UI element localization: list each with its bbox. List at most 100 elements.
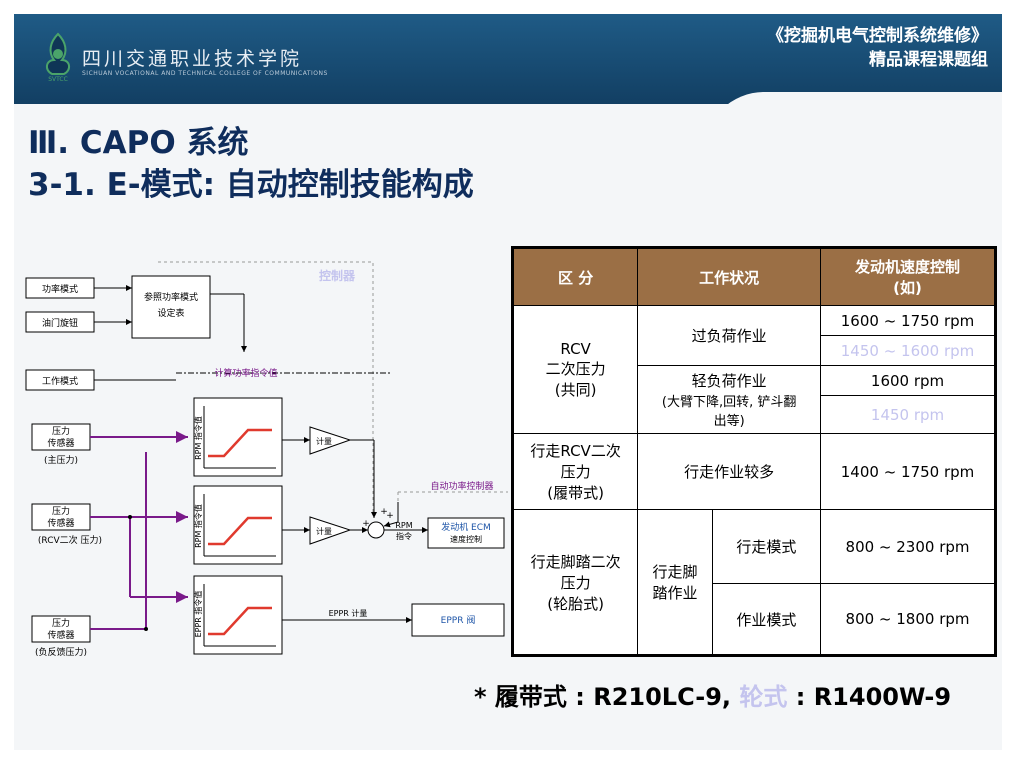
travel-line2: 压力	[560, 463, 591, 481]
footnote-crawler: 履带式	[494, 683, 567, 711]
course-title-block: 《挖掘机电气控制系统维修》 精品课程课题组	[767, 24, 988, 72]
header-speed-line2: (如)	[893, 279, 922, 297]
course-title: 《挖掘机电气控制系统维修》	[767, 26, 988, 46]
control-diagram: 控制器 功率模式 油门旋钮 参照功率模式 设定表 工作模式 计算功率指令值 压力…	[25, 261, 508, 658]
rpm-cmd-label-1: RPM	[395, 521, 412, 530]
controller-label: 控制器	[319, 268, 356, 283]
graph2-label: RPM 指令值	[193, 504, 203, 548]
sensor2-line1: 压力	[52, 505, 70, 517]
pedal-line2: 压力	[560, 573, 591, 592]
eppr-valve-label: EPPR 阀	[441, 615, 476, 626]
travel-rcv-cell: 行走RCV二次 压力 (履带式)	[511, 433, 639, 510]
ref-table-line2: 设定表	[157, 307, 184, 319]
pedal-line1: 行走脚踏二次	[530, 552, 621, 571]
graph3-label: EPPR 指令值	[193, 591, 203, 638]
ref-table-line1: 参照功率模式	[144, 291, 198, 303]
sensor3-line1: 压力	[52, 617, 70, 629]
light-load-cell: 轻负荷作业 (大臂下降,回转, 铲斗翻 出等)	[637, 365, 822, 434]
header-condition: 工作状况	[637, 247, 822, 306]
travel-line1: 行走RCV二次	[530, 442, 621, 460]
table-row: 行走脚踏二次 压力 (轮胎式) 行走脚 踏作业 行走模式 800 ~ 2300 …	[511, 509, 996, 656]
table-row: 行走RCV二次 压力 (履带式) 行走作业较多 1400 ~ 1750 rpm	[511, 433, 996, 510]
light-rpm-2: 1450 rpm	[820, 395, 996, 434]
light-line2: (大臂下降,回转, 铲斗翻	[661, 395, 797, 410]
light-rpm-1: 1600 rpm	[820, 365, 996, 396]
sensor2-line3: (RCV二次 压力)	[38, 534, 102, 546]
light-line1: 轻负荷作业	[691, 372, 767, 390]
model-footnote: * 履带式 : R210LC-9, 轮式 : R1400W-9	[474, 677, 951, 712]
travel-line3: (履带式)	[547, 484, 604, 502]
sensor1-line2: 传感器	[47, 437, 74, 449]
school-subtitle: SICHUAN VOCATIONAL AND TECHNICAL COLLEGE…	[82, 70, 328, 77]
power-mode-label: 功率模式	[42, 283, 78, 295]
rcv-line3: (共同)	[554, 380, 597, 399]
table-row: 1450 ~ 1600 rpm	[513, 335, 996, 366]
header-category: 区 分	[511, 247, 639, 306]
pedal-cell: 行走脚踏二次 压力 (轮胎式)	[511, 509, 639, 656]
work-mode-cell: 作业模式	[711, 583, 822, 656]
calc-power-cmd-label: 计算功率指令值	[214, 367, 277, 379]
sensor1-line1: 压力	[52, 425, 70, 437]
plus-sign-2: +	[362, 519, 370, 529]
sensor3-line2: 传感器	[47, 629, 74, 641]
footnote-star: *	[474, 683, 495, 711]
throttle-label: 油门旋钮	[42, 317, 78, 329]
table-row: 作业模式 800 ~ 1800 rpm	[513, 583, 996, 656]
pedal-work-line1: 行走脚	[652, 563, 698, 581]
rcv-cell: RCV 二次压力 (共同)	[511, 305, 639, 434]
travel-mode-cell: 行走模式	[711, 509, 822, 584]
sensor1-line3: (主压力)	[44, 454, 78, 466]
eppr-valve-box	[411, 603, 505, 637]
page-title: Ⅲ. CAPO 系统 3-1. E-模式: 自动控制技能构成	[28, 122, 474, 206]
ecm-label-1: 发动机 ECM	[441, 521, 491, 533]
auto-power-controller-label: 自动功率控制器	[430, 480, 493, 492]
table-row: 轻负荷作业 (大臂下降,回转, 铲斗翻 出等) 1600 rpm	[513, 365, 996, 434]
header-curve	[704, 92, 1002, 152]
header-speed-control: 发动机速度控制 (如)	[820, 247, 996, 306]
table-row: 1450 rpm	[513, 395, 996, 434]
rpm-graph-1	[193, 397, 283, 477]
overload-rpm-2: 1450 ~ 1600 rpm	[820, 335, 996, 366]
plus-sign-3: +	[386, 511, 394, 521]
eppr-calc-label: EPPR 计量	[329, 608, 368, 618]
calc-amplifier-1	[309, 426, 352, 455]
title-line-2: 3-1. E-模式: 自动控制技能构成	[28, 167, 474, 203]
overload-cell: 过负荷作业	[637, 305, 822, 366]
plus-sign-1: +	[380, 507, 388, 517]
travel-rpm-cell: 1400 ~ 1750 rpm	[820, 433, 996, 510]
auto-controller-boundary	[397, 491, 508, 512]
school-logo-icon: SVTCC	[46, 32, 70, 82]
calc-amplifier-2	[309, 516, 352, 545]
table-row: RCV 二次压力 (共同) 过负荷作业 1600 ~ 1750 rpm	[511, 305, 996, 434]
pedal-work-line2: 踏作业	[652, 584, 698, 602]
school-name: 四川交通职业技术学院	[82, 48, 303, 70]
graph1-label: RPM 指令值	[193, 416, 203, 460]
engine-ecm-box	[427, 517, 505, 549]
ecm-label-2: 速度控制	[450, 534, 482, 544]
calc2-label: 计量	[316, 526, 332, 536]
sensor3-line3: (负反馈压力)	[35, 646, 87, 658]
pedal-work-cell: 行走脚 踏作业	[637, 509, 713, 656]
rpm-cmd-label-2: 指令	[396, 531, 412, 541]
sensor2-line2: 传感器	[47, 517, 74, 529]
travel-work-cell: 行走作业较多	[637, 433, 822, 510]
summing-junction	[367, 521, 385, 539]
calc1-label: 计量	[316, 436, 332, 446]
light-line3: 出等)	[713, 414, 745, 429]
course-group: 精品课程课题组	[869, 50, 988, 70]
table-header-row: 区 分 工作状况 发动机速度控制 (如)	[511, 247, 996, 306]
travel-mode-rpm-cell: 800 ~ 2300 rpm	[820, 509, 996, 584]
rpm-graph-2	[193, 485, 283, 565]
header-speed-line1: 发动机速度控制	[855, 258, 961, 276]
rcv-line2: 二次压力	[545, 359, 606, 378]
eppr-graph	[193, 575, 283, 655]
footnote-crawler-model: : R210LC-9,	[566, 683, 740, 711]
work-mode-label: 工作模式	[42, 375, 78, 387]
rcv-line1: RCV	[560, 339, 591, 358]
title-line-1: Ⅲ. CAPO 系统	[28, 125, 249, 161]
header-bar: SVTCC 四川交通职业技术学院 SICHUAN VOCATIONAL AND …	[14, 14, 1002, 104]
pedal-line3: (轮胎式)	[547, 594, 604, 613]
work-mode-rpm-cell: 800 ~ 1800 rpm	[820, 583, 996, 656]
engine-speed-table: 区 分 工作状况 发动机速度控制 (如) RCV 二次压力 (共同) 过负荷作业…	[511, 246, 997, 657]
overload-rpm-1: 1600 ~ 1750 rpm	[820, 305, 996, 336]
